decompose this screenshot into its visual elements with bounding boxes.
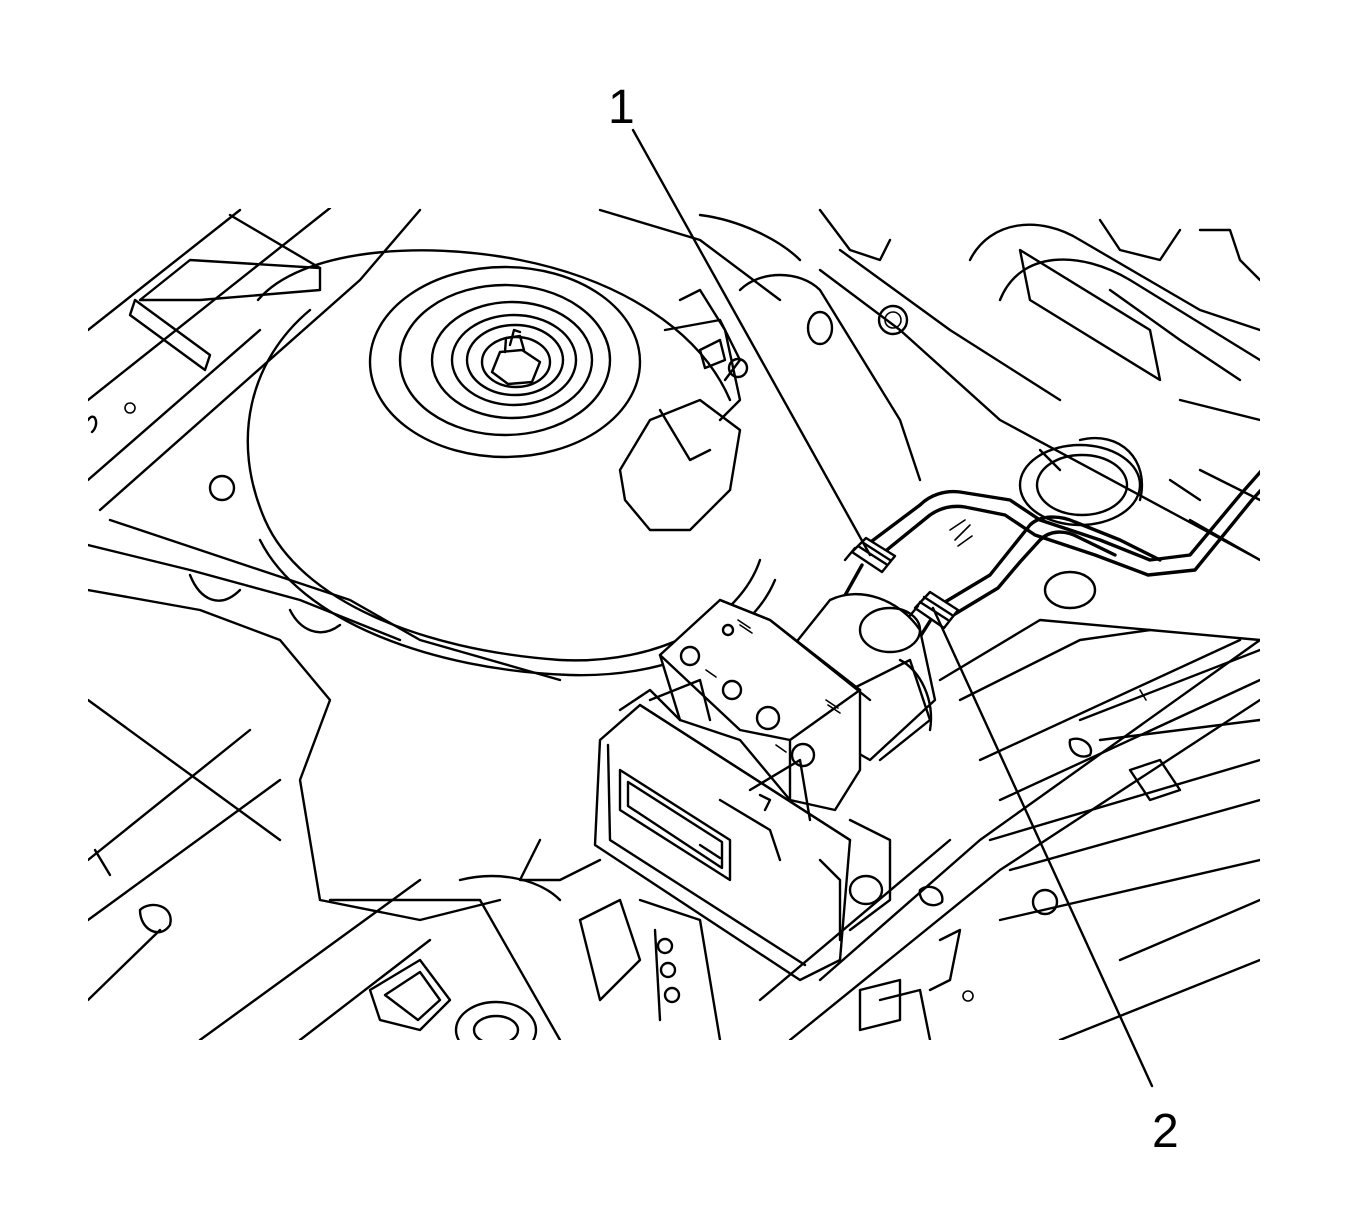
right-floor	[858, 618, 1260, 1040]
bottom-structure	[298, 874, 642, 1040]
abs-modulator	[658, 598, 872, 812]
leader-line-1	[631, 128, 872, 557]
drawing-body	[88, 208, 1260, 1040]
sensor-bracket	[618, 288, 749, 532]
callout-1-label: 1	[608, 81, 635, 134]
upper-right-structure	[598, 208, 1260, 610]
fitting-1	[843, 536, 897, 574]
callout-2-label: 2	[1152, 1105, 1179, 1158]
leader-line-2	[931, 606, 1154, 1088]
left-body-panel	[88, 208, 562, 1040]
module-bracket	[518, 638, 1260, 1040]
ebcm-module	[593, 678, 852, 982]
brake-lines	[818, 469, 1260, 702]
